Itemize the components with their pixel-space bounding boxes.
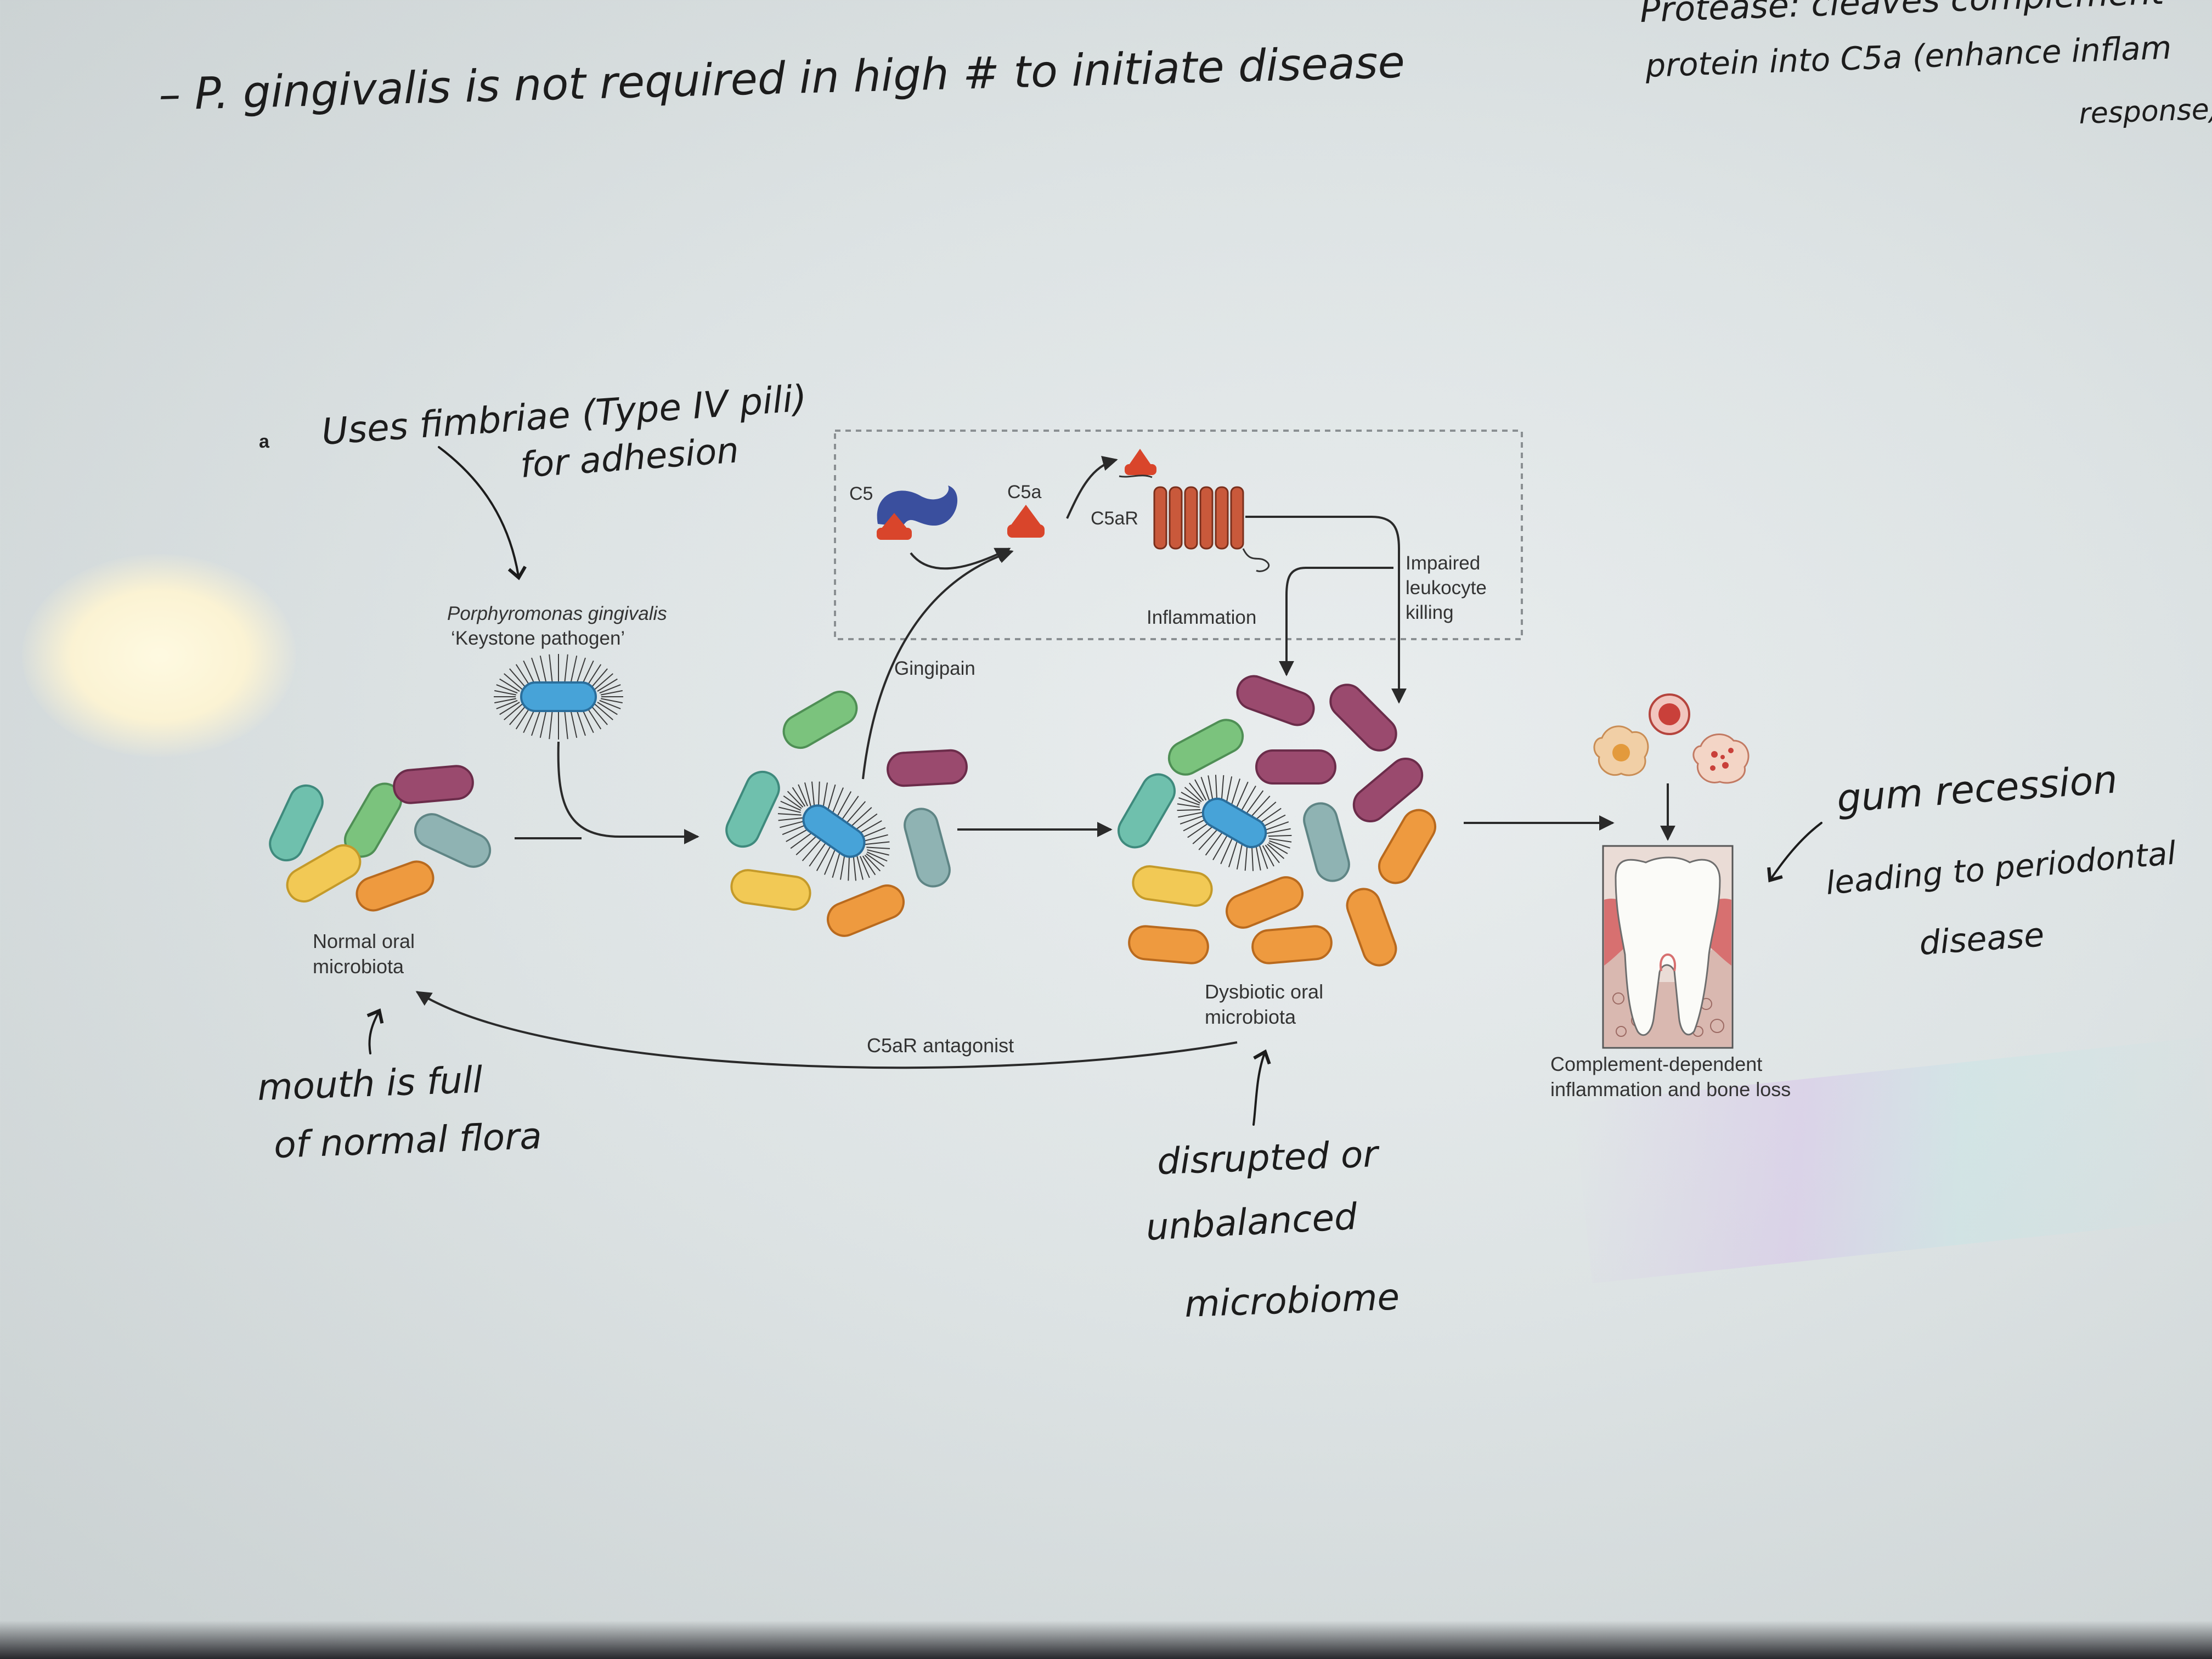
hand-top-right-2: protein into C5a (enhance inflam <box>1644 29 2172 84</box>
bacterium <box>1303 802 1350 882</box>
bacterium <box>1378 809 1436 884</box>
bacterium <box>1346 888 1397 967</box>
handwritten-arrows <box>366 446 1822 1126</box>
bacterium <box>269 784 324 862</box>
bacterium <box>356 860 435 912</box>
c5-label: C5 <box>849 483 873 504</box>
bacterium <box>1236 675 1315 726</box>
bacterium <box>1329 684 1397 752</box>
hand-arrow-gum <box>1767 822 1822 883</box>
impaired-label-1: Impaired <box>1406 552 1480 574</box>
gingipain-label: Gingipain <box>894 658 975 679</box>
bacterium <box>730 869 811 911</box>
bacterium <box>1128 925 1209 964</box>
outcome-label-2: inflammation and bone loss <box>1550 1078 1791 1101</box>
pathogen-layer <box>494 654 1292 881</box>
impaired-label-2: leukocyte <box>1406 577 1487 599</box>
panel-letter: a <box>259 431 270 452</box>
gingipain-arrow <box>862 548 1014 780</box>
bacterium <box>782 691 858 749</box>
c5ar-receptor <box>1119 475 1269 572</box>
hand-top-note: – P. gingivalis is not required in high … <box>158 37 1406 120</box>
antagonist-arrow <box>415 991 1238 1069</box>
pathway-arrows <box>415 455 1675 1069</box>
impaired-label-3: killing <box>1406 602 1454 623</box>
bacterium <box>1167 719 1244 776</box>
bacterium <box>1132 865 1213 907</box>
hand-top-right-1: Protease: cleaves complement <box>1639 0 2166 30</box>
hand-fimbriae-2: for adhesion <box>519 430 740 486</box>
bacteria-layer <box>269 675 1436 967</box>
c5-molecule <box>877 486 958 540</box>
bacterium <box>414 813 492 868</box>
bacterium <box>393 765 474 804</box>
normal-label-1: Normal oral <box>313 930 415 952</box>
hand-disrupted-3: microbiome <box>1184 1276 1400 1325</box>
hand-arrow-disrupted <box>1252 1049 1271 1126</box>
c5a-bound <box>1125 449 1156 475</box>
bacterium <box>1226 876 1304 929</box>
pathogen-cell <box>1177 775 1292 871</box>
bacterium <box>1255 749 1336 785</box>
hand-normal-flora-1: mouth is full <box>257 1059 484 1109</box>
impaired-killing-arrow <box>1245 516 1407 704</box>
c5ar-label: C5aR <box>1091 508 1138 529</box>
bacterium <box>725 770 780 848</box>
dysbiotic-label-2: microbiota <box>1205 1006 1296 1028</box>
hand-disrupted-1: disrupted or <box>1156 1133 1381 1183</box>
tooth-bone-loss-illustration <box>1602 845 1734 1049</box>
hand-top-right-3: response) <box>2078 93 2212 131</box>
pathogen-cell <box>494 654 623 740</box>
antagonist-label: C5aR antagonist <box>867 1034 1014 1057</box>
inflammation-label: Inflammation <box>1147 607 1256 628</box>
bacterium <box>286 844 362 902</box>
hand-arrow-normal <box>366 1008 384 1054</box>
bacterium <box>904 808 951 888</box>
inflammation-arrow <box>1279 567 1393 676</box>
hand-gum-1: gum recession <box>1835 757 2119 821</box>
hand-gum-2: leading to periodontal <box>1824 834 2177 902</box>
hand-normal-flora-2: of normal flora <box>273 1115 543 1166</box>
bacterium <box>887 749 968 787</box>
monitor-bezel <box>0 1621 2212 1659</box>
pathogen-role: ‘Keystone pathogen’ <box>451 628 625 649</box>
bacterium <box>1352 758 1424 822</box>
screen-glare <box>22 554 296 757</box>
pathogen-name: Porphyromonas gingivalis <box>447 603 667 624</box>
bacterium <box>1251 925 1333 964</box>
outcome-label-1: Complement-dependent <box>1550 1053 1762 1075</box>
hand-gum-3: disease <box>1918 916 2045 963</box>
hand-disrupted-2: unbalanced <box>1145 1195 1359 1249</box>
c5a-fragment <box>1007 505 1045 538</box>
hand-arrow-fimbriae <box>438 446 527 580</box>
pathogen-cell <box>777 781 890 881</box>
immune-cells <box>1593 693 1750 784</box>
c5a-label: C5a <box>1007 482 1041 503</box>
bacterium <box>1118 773 1176 849</box>
bacterium <box>827 884 905 937</box>
c5a-binding-arrow <box>1066 455 1118 519</box>
dysbiotic-label-1: Dysbiotic oral <box>1205 980 1323 1003</box>
handwritten-notes: – P. gingivalis is not required in high … <box>158 0 2212 1325</box>
pathogen-entry-arrow <box>557 741 699 844</box>
normal-label-2: microbiota <box>313 955 404 978</box>
